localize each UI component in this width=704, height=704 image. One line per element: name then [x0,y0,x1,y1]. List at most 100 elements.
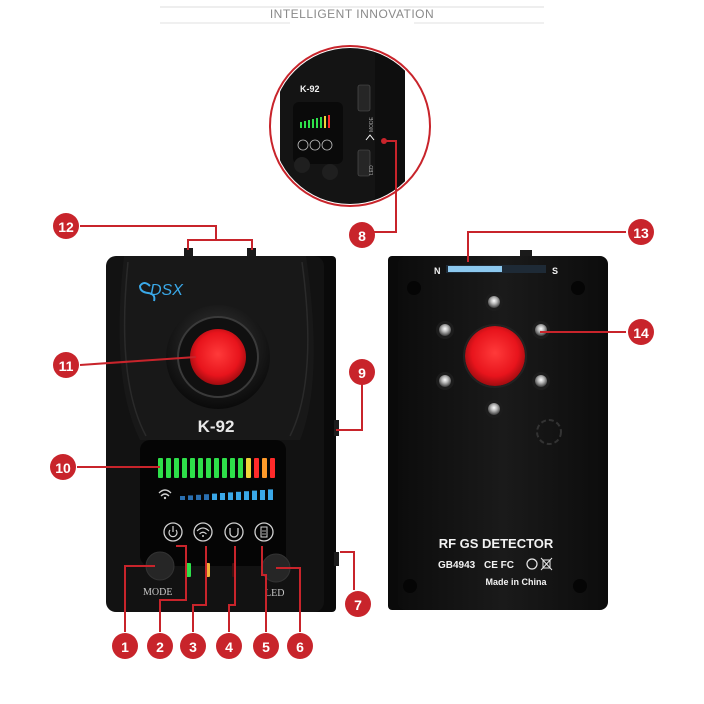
power-indicator-led [186,563,191,577]
inset-side-label-mode: MODE [369,116,375,132]
front-lens [190,329,246,385]
callout-badge-9: 9 [349,359,375,385]
callout-badge-7: 7 [345,591,371,617]
inset-model: K-92 [300,84,320,94]
battery-icon [254,522,274,542]
callout-number: 1 [121,639,129,655]
callout-circle [180,633,206,659]
callout-badge-13: 13 [628,219,654,245]
certification-marks: CE FC [484,560,514,571]
callout-circle [628,319,654,345]
ir-led-bulb [439,375,451,387]
callout-number: 8 [358,228,366,244]
callout-badge-5: 5 [253,633,279,659]
screw-bottom-left [403,579,417,593]
signal-led-segment [182,458,187,478]
inset-magnet-icon [321,139,333,151]
callout-circle [216,633,242,659]
signal-led-segment [198,458,203,478]
signal-led-segment [270,458,275,478]
screw-top-left [407,281,421,295]
callout-number: 13 [633,225,649,241]
compass-south-label: S [552,266,558,276]
signal-led-segment [214,458,219,478]
wifi-level-segment [196,494,201,500]
certification-code: GB4943 [438,560,476,571]
signal-led-segment [222,458,227,478]
inset-wifi-icon [309,139,321,151]
callout-circle [628,219,654,245]
weee-bin-icon [540,557,553,571]
callout-number: 4 [225,639,233,655]
ir-led-bulb [535,375,547,387]
ir-led-bulb [488,403,500,415]
wifi-level-segment [204,494,209,500]
signal-led-segment [262,458,267,478]
signal-led-segment [230,458,235,478]
inset-zoom: K-92 MODE LED [269,45,431,207]
signal-led-segment [166,458,171,478]
inset-arrow-up-icon [365,134,375,141]
ir-led-bulb [439,324,451,336]
callout-circle [53,213,79,239]
signal-led-segment [158,458,163,478]
callout-badge-10: 10 [50,454,76,480]
wifi-level-segment [180,496,185,500]
signal-led-segment [206,458,211,478]
callout-number: 10 [55,460,71,476]
ir-led-ring [436,293,550,418]
callout-number: 9 [358,365,366,381]
callout-circle [349,359,375,385]
callout-circle [345,591,371,617]
led-button-label: LED [265,588,284,599]
callout-number: 5 [262,639,270,655]
front-device: DSX K-92 [106,248,339,612]
callout-circle [147,633,173,659]
wifi-level-segment [188,495,193,500]
callout-badge-4: 4 [216,633,242,659]
wifi-indicator-icon [158,489,172,500]
inset-side-switch-top [357,84,371,112]
callout-badge-12: 12 [53,213,79,239]
callout-badge-8: 8 [349,222,375,248]
callout-number: 11 [59,358,74,374]
power-icon [163,522,183,542]
signal-led-segment [254,458,259,478]
callout-number: 14 [633,325,649,341]
callout-badge-11: 11 [53,352,79,378]
screw-top-right [571,281,585,295]
wifi-mode-icon [193,522,213,542]
wifi-level-segment [212,493,217,500]
recycle-icon [526,558,538,570]
wifi-level-bar [180,489,273,500]
compass-north-label: N [434,266,441,276]
callout-badge-2: 2 [147,633,173,659]
callout-number: 7 [354,597,362,613]
callout-circle [253,633,279,659]
product-name: RF GS DETECTOR [439,536,554,551]
speaker-grille [536,419,562,445]
inset-side-switch-bottom [357,149,371,177]
signal-led-bar [158,458,275,478]
wifi-level-segment [260,490,265,500]
wifi-level-segment [268,489,273,500]
signal-led-segment [246,458,251,478]
wifi-level-segment [244,491,249,500]
signal-led-segment [174,458,179,478]
ir-led-bulb [488,296,500,308]
inset-led-bar [300,115,330,128]
callout-number: 3 [189,639,197,655]
callout-circle [349,222,375,248]
origin-label: Made in China [485,577,547,587]
magnet-icon [224,522,244,542]
wifi-level-segment [236,491,241,500]
callout-circle [50,454,76,480]
back-lens [465,326,525,386]
callout-circle [287,633,313,659]
brand-logo: DSX [138,282,184,302]
callout-lines [77,140,626,632]
signal-led-segment [190,458,195,478]
header-title: INTELLIGENT INNOVATION [270,7,434,21]
inset-side-label-led: LED [369,165,375,175]
